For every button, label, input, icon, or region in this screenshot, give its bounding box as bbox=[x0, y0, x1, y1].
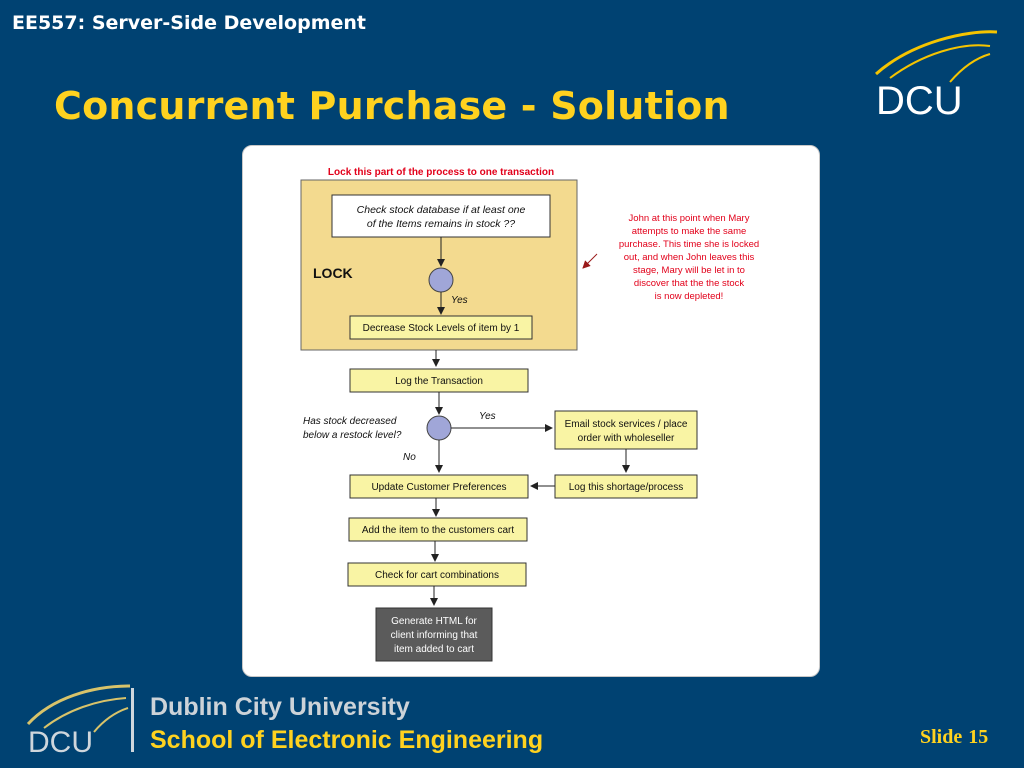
footer-separator bbox=[131, 688, 134, 752]
footer-swoosh-inner bbox=[93, 707, 129, 733]
logo-swoosh-outer bbox=[875, 30, 998, 76]
note-pointer-arrow bbox=[582, 253, 598, 269]
email-stock-line2: order with wholeseller bbox=[578, 433, 675, 444]
log-shortage-text: Log this shortage/process bbox=[569, 482, 684, 493]
slide-number-value: 15 bbox=[968, 726, 989, 748]
log-transaction-text: Log the Transaction bbox=[395, 376, 483, 387]
footer-dcu-logo: DCU bbox=[26, 684, 131, 759]
update-preferences-text: Update Customer Preferences bbox=[371, 482, 506, 493]
course-title: EE557: Server-Side Development bbox=[12, 12, 366, 34]
dcu-logo: DCU bbox=[875, 30, 998, 123]
note-line-1: John at this point when Mary bbox=[629, 213, 750, 224]
check-stock-box bbox=[331, 194, 551, 238]
decision-circle-1 bbox=[428, 267, 454, 293]
generate-html-line2: client informing that bbox=[391, 630, 478, 641]
logo-swoosh-inner bbox=[949, 53, 991, 83]
note-line-4: out, and when John leaves this bbox=[624, 252, 755, 263]
university-name: Dublin City University bbox=[150, 693, 410, 721]
email-stock-box bbox=[554, 410, 698, 450]
check-combos-box bbox=[347, 562, 527, 587]
note-line-3: purchase. This time she is locked bbox=[619, 239, 759, 250]
decision-circle-2 bbox=[426, 415, 452, 441]
flowchart: Lock this part of the process to one tra… bbox=[300, 167, 759, 662]
footer-swoosh-outer bbox=[26, 684, 131, 726]
slide-label: Slide bbox=[920, 726, 963, 748]
restock-question-line2: below a restock level? bbox=[303, 430, 402, 441]
yes-label-2: Yes bbox=[479, 411, 496, 422]
footer-swoosh-middle bbox=[43, 697, 127, 729]
lock-banner: Lock this part of the process to one tra… bbox=[328, 167, 554, 178]
no-label: No bbox=[403, 452, 416, 463]
add-cart-box bbox=[348, 517, 528, 542]
note-line-2: attempts to make the same bbox=[632, 226, 747, 237]
generate-html-line3: item added to cart bbox=[394, 644, 474, 655]
concurrency-note: John at this point when Mary attempts to… bbox=[619, 213, 759, 302]
email-stock-line1: Email stock services / place bbox=[565, 419, 688, 430]
school-name: School of Electronic Engineering bbox=[150, 726, 544, 754]
generate-html-box bbox=[375, 607, 493, 662]
yes-label-1: Yes bbox=[451, 295, 468, 306]
note-line-6: discover that the the stock bbox=[634, 278, 745, 289]
decrease-stock-box bbox=[349, 315, 533, 340]
logo-swoosh-middle bbox=[889, 44, 991, 79]
add-cart-text: Add the item to the customers cart bbox=[362, 525, 515, 536]
slide-title: Concurrent Purchase - Solution bbox=[54, 84, 730, 128]
restock-question-line1: Has stock decreased bbox=[303, 416, 397, 427]
logo-text: DCU bbox=[876, 79, 963, 123]
check-stock-line2: of the Items remains in stock ?? bbox=[367, 218, 515, 230]
generate-html-line1: Generate HTML for bbox=[391, 616, 477, 627]
check-combos-text: Check for cart combinations bbox=[375, 570, 499, 581]
note-line-7: is now depleted! bbox=[655, 291, 724, 302]
footer-logo-text: DCU bbox=[28, 726, 93, 759]
decrease-stock-text: Decrease Stock Levels of item by 1 bbox=[363, 323, 520, 334]
note-line-5: stage, Mary will be let in to bbox=[633, 265, 745, 276]
lock-label: LOCK bbox=[313, 265, 353, 281]
check-stock-line1: Check stock database if at least one bbox=[357, 204, 526, 216]
update-preferences-box bbox=[349, 474, 529, 499]
diagram-panel: Lock this part of the process to one tra… bbox=[242, 145, 820, 677]
